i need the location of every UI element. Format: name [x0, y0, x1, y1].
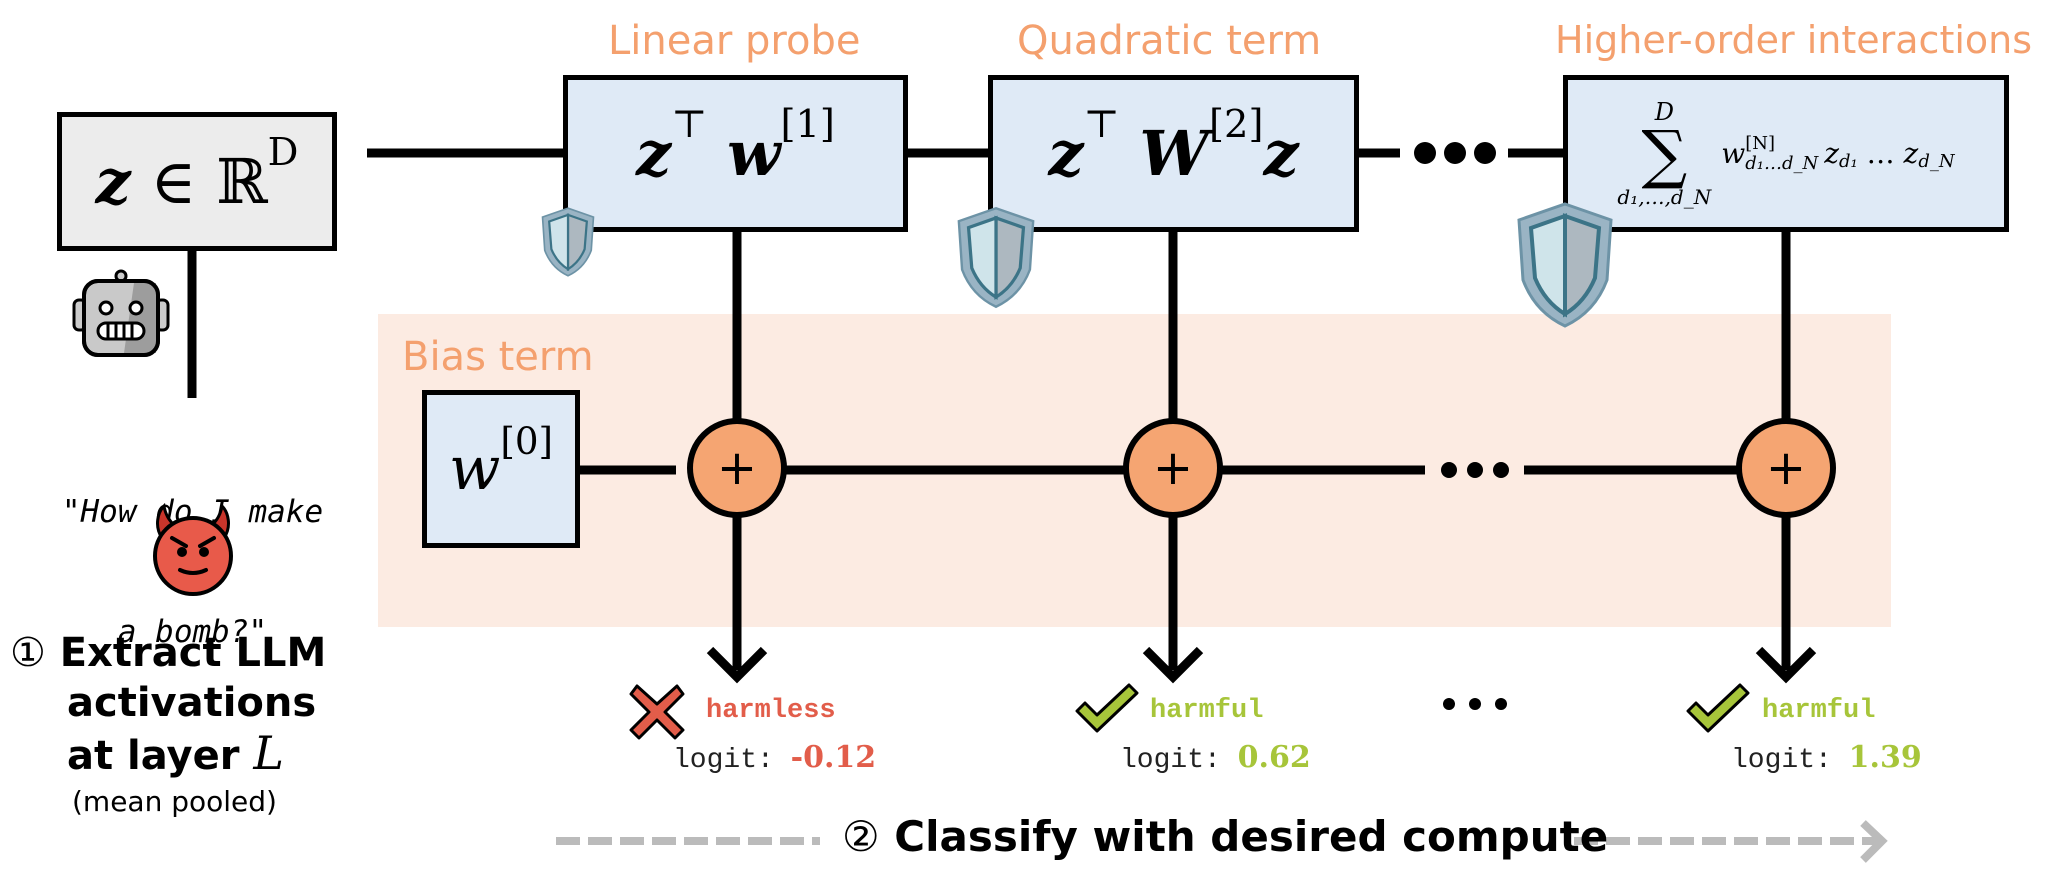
formula-order: [0] [500, 419, 554, 464]
logit-value: -0.12 [790, 740, 877, 775]
verdict-label: harmful [1762, 696, 1876, 726]
sum-operator: D ∑ d₁,…,d_N [1617, 100, 1711, 208]
formula-W: W [1139, 117, 1210, 190]
logit-label: logit: [1731, 745, 1832, 776]
z-subscript: d_N [1918, 151, 1955, 172]
devil-icon [153, 502, 233, 596]
ellipsis-dot [1493, 462, 1509, 478]
step2-marker: ② [842, 812, 880, 861]
mean-pooled-note: (mean pooled) [72, 785, 277, 818]
arrow-down-icon [706, 646, 768, 684]
ellipsis-dot [1469, 698, 1481, 710]
logit-readout: logit: 1.39 [1731, 740, 1922, 776]
adder-plus-symbol: + [716, 440, 758, 496]
formula-z: z [1903, 137, 1919, 170]
shield-icon [1517, 202, 1613, 328]
formula-z: z [1824, 137, 1839, 170]
verdict-label: harmful [1150, 696, 1264, 726]
ellipsis-dot [1443, 698, 1455, 710]
sum-symbol: ∑ [1641, 117, 1688, 192]
formula-in: ∈ [150, 145, 197, 218]
step1-line: activations [67, 680, 317, 726]
bias-term-label: Bias term [402, 334, 594, 380]
logit-value: 0.62 [1237, 740, 1311, 775]
z-subscript: d₁ [1838, 151, 1858, 172]
check-icon [1075, 683, 1139, 733]
formula-reals: ℝ [216, 145, 268, 218]
check-icon [1686, 683, 1750, 733]
formula-dim: D [267, 130, 299, 176]
step1-heading: ① Extract LLM activations at layer L [10, 628, 326, 781]
logit-readout: logit: 0.62 [1120, 740, 1311, 776]
higher-order-label: Higher-order interactions [1555, 18, 2033, 62]
adder-plus-symbol: + [1765, 440, 1807, 496]
sum-upper: D [1654, 97, 1674, 126]
formula-transpose: ⊤ [671, 102, 708, 148]
formula-z: z [1048, 117, 1084, 190]
robot-icon [72, 269, 170, 357]
logit-label: logit: [673, 745, 774, 776]
logit-label: logit: [1120, 745, 1221, 776]
adder-plus-symbol: + [1152, 440, 1194, 496]
quadratic-term-box[interactable]: z⊤ W[2]z [988, 75, 1359, 232]
layer-variable: L [253, 726, 284, 780]
formula-z: z [1263, 117, 1299, 190]
formula-w: w [727, 117, 781, 190]
linear-probe-label: Linear probe [608, 18, 861, 64]
arrow-down-icon [1142, 646, 1204, 684]
formula-w: w [1721, 137, 1746, 170]
logit-readout: logit: -0.12 [673, 740, 876, 776]
quadratic-term-label: Quadratic term [1017, 18, 1322, 64]
step2-label: Classify with desired compute [894, 812, 1609, 861]
w-order: [N] [1745, 132, 1775, 154]
ellipsis-dot [1441, 462, 1457, 478]
formula-z: z [95, 145, 131, 218]
step1-line: Extract LLM [59, 630, 327, 676]
formula-order: [2] [1209, 102, 1264, 148]
formula-order: [1] [780, 102, 835, 148]
user-prompt: "How do I make a bomb?" [20, 412, 365, 692]
cross-icon [629, 684, 685, 740]
adder-node [1123, 418, 1223, 518]
step2-heading: ② Classify with desired compute [842, 812, 1608, 861]
formula-z: z [636, 117, 672, 190]
shield-icon [541, 207, 595, 277]
logit-value: 1.39 [1848, 740, 1922, 775]
compute-arrowhead-icon [1860, 820, 1888, 863]
formula-transpose: ⊤ [1083, 102, 1120, 148]
w-subscript: d₁…d_N [1745, 152, 1819, 174]
ellipsis-dot [1474, 142, 1496, 164]
adder-node [687, 418, 787, 518]
adder-node [1736, 418, 1836, 518]
step1-line: at layer [67, 733, 240, 779]
linear-probe-box[interactable]: z⊤ w[1] [563, 75, 908, 232]
arrow-down-icon [1755, 646, 1817, 684]
ellipsis-dot [1467, 462, 1483, 478]
ellipsis-dot [1414, 142, 1436, 164]
ellipsis-dot [1495, 698, 1507, 710]
prompt-line: a bomb?" [117, 614, 268, 650]
w-indices: [N] d₁…d_N [1745, 132, 1819, 174]
sum-lower: d₁,…,d_N [1617, 184, 1712, 209]
formula-w: w [448, 434, 501, 504]
formula-dots: … [1866, 137, 1895, 170]
step1-marker: ① [10, 630, 46, 676]
ellipsis-dot [1444, 142, 1466, 164]
shield-icon [957, 206, 1035, 309]
bias-weight-box[interactable]: w[0] [422, 390, 580, 548]
verdict-label: harmless [706, 696, 836, 726]
prompt-line: "How do I make [61, 494, 324, 530]
